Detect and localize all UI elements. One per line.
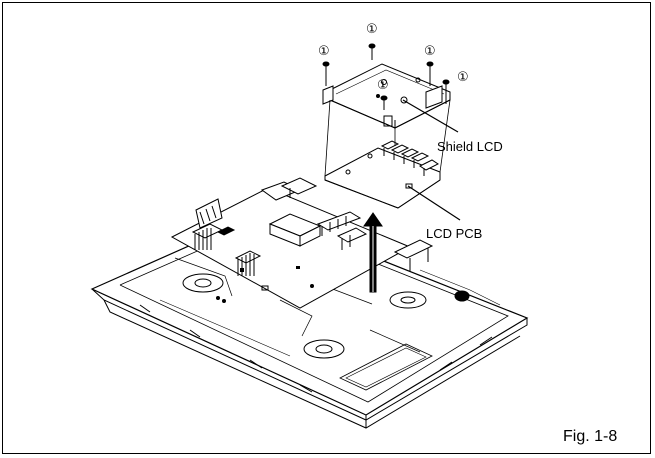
heatsink	[191, 223, 262, 276]
shield-lcd-label: Shield LCD	[437, 139, 503, 154]
shield-lcd	[322, 63, 451, 129]
component-block	[268, 213, 322, 247]
screw-callout: ①	[318, 44, 330, 59]
guide-lines	[324, 99, 451, 177]
screw-icon	[442, 79, 450, 104]
screw-callout: ①	[366, 22, 378, 37]
screw-callout: ①	[377, 78, 389, 93]
screw-icon	[426, 61, 434, 86]
figure-number: Fig. 1-8	[563, 428, 618, 445]
main-board	[170, 177, 434, 309]
screw-icon	[368, 43, 376, 60]
screw-callout: ①	[457, 70, 469, 85]
screws	[322, 43, 450, 110]
chassis	[90, 212, 529, 429]
lcd-pcb-label: LCD PCB	[426, 226, 483, 241]
removal-arrow	[363, 212, 383, 293]
leader-lines	[402, 99, 461, 221]
screw-callout: ①	[424, 44, 436, 59]
figure-frame	[2, 2, 651, 454]
screw-icon	[322, 61, 330, 86]
lcd-pcb	[324, 140, 441, 209]
screw-icon	[380, 95, 388, 110]
